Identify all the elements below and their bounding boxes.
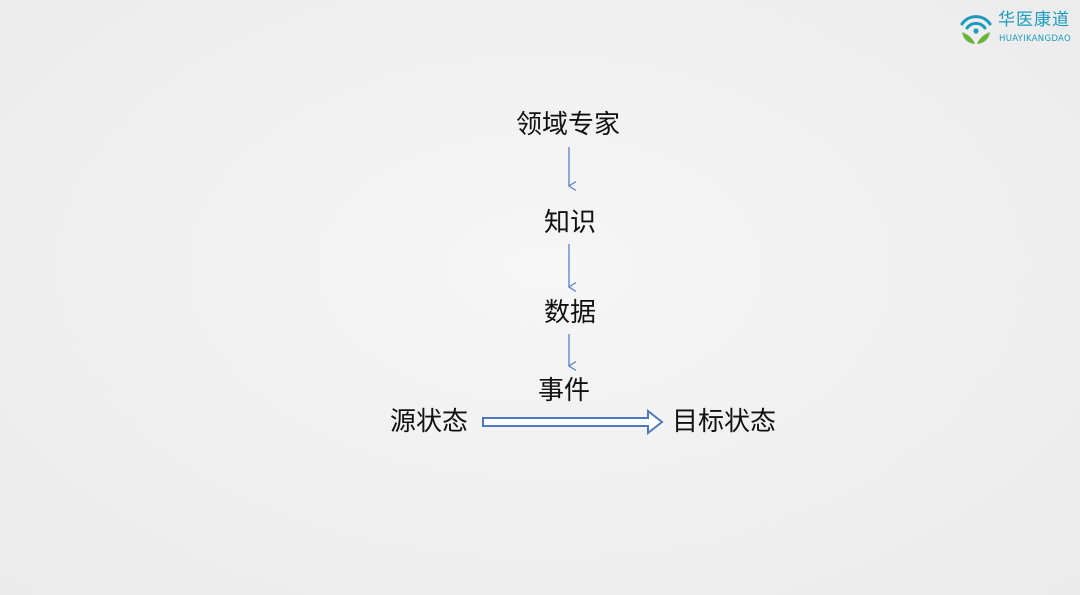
node-knowledge: 知识 bbox=[544, 208, 597, 238]
node-data: 数据 bbox=[544, 298, 597, 328]
node-source-state: 源状态 bbox=[390, 407, 469, 437]
brand-logo: 华医康道 HUAYIKANGDAO bbox=[958, 10, 1073, 48]
node-target-state: 目标状态 bbox=[672, 407, 777, 437]
wifi-leaf-icon bbox=[960, 15, 992, 44]
node-domain-expert: 领域专家 bbox=[516, 110, 621, 140]
node-event: 事件 bbox=[538, 376, 591, 406]
arrow-source-to-target bbox=[482, 408, 664, 436]
brand-name-en: HUAYIKANGDAO bbox=[999, 34, 1072, 44]
brand-name-cn: 华医康道 bbox=[998, 10, 1070, 30]
